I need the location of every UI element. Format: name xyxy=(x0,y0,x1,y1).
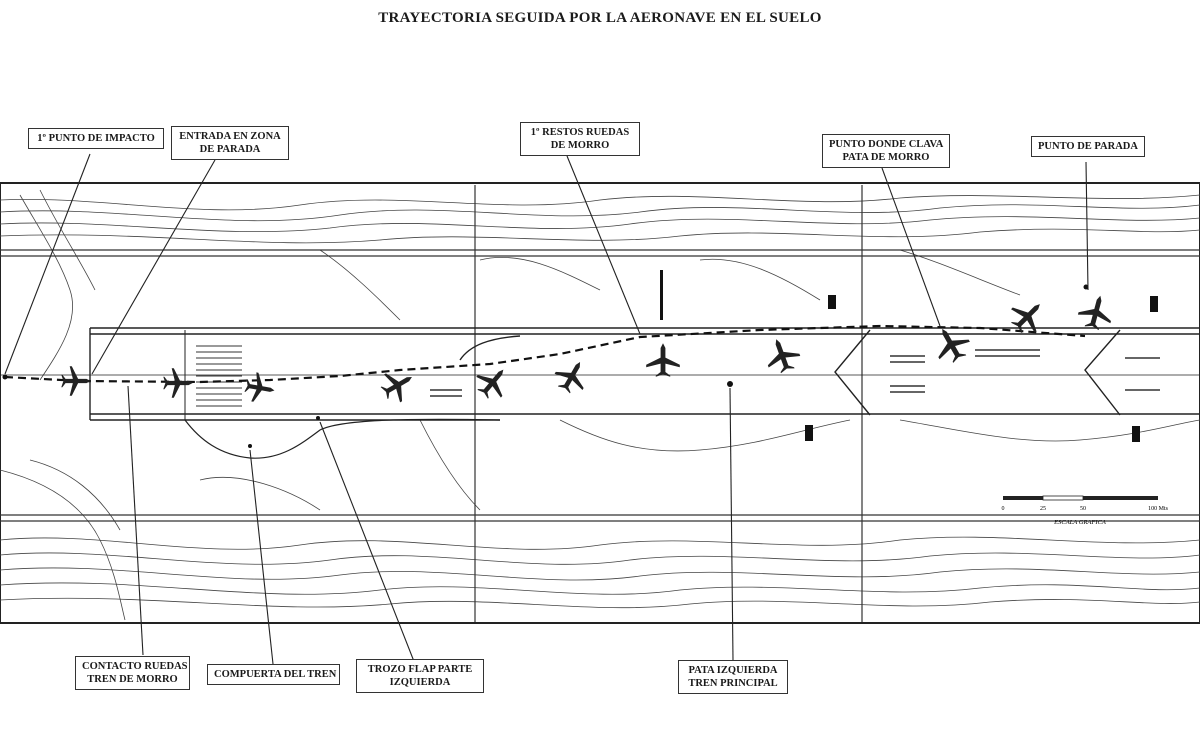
label-line: CONTACTO RUEDAS xyxy=(82,661,188,672)
sheet-joins xyxy=(474,185,863,622)
aircraft-silhouette-icon xyxy=(550,354,594,398)
label-nose-wheel-debris: 1º RESTOS RUEDAS DE MORRO xyxy=(520,122,640,156)
label-line: PUNTO DE PARADA xyxy=(1038,141,1138,152)
label-line: PATA IZQUIERDA xyxy=(688,665,778,676)
label-stop-zone-entry: ENTRADA EN ZONA DE PARADA xyxy=(171,126,289,160)
runway-markings xyxy=(430,349,1160,397)
label-line: COMPUERTA DEL TREN xyxy=(214,669,337,680)
graphic-scale: 0 25 50 100 Mts ESCALA GRAFICA xyxy=(1002,495,1169,526)
label-line: TREN DE MORRO xyxy=(87,674,178,685)
debris-marker-icon xyxy=(1150,296,1158,312)
label-line: DE PARADA xyxy=(199,144,261,155)
scale-caption: ESCALA GRAFICA xyxy=(1053,519,1106,526)
aircraft-silhouette-icon xyxy=(61,366,91,396)
label-line: 1º RESTOS RUEDAS xyxy=(530,127,630,138)
label-line: 1º PUNTO DE IMPACTO xyxy=(37,133,155,144)
debris-marker-icon xyxy=(727,381,733,387)
label-left-flap-piece: TROZO FLAP PARTE IZQUIERDA xyxy=(356,659,484,693)
threshold-hatch xyxy=(196,345,242,407)
label-stop-point: PUNTO DE PARADA xyxy=(1031,136,1145,157)
aircraft-silhouette-icon xyxy=(646,343,680,377)
diagram-title: TRAYECTORIA SEGUIDA POR LA AERONAVE EN E… xyxy=(378,10,822,26)
debris-marker-icon xyxy=(828,295,836,309)
terrain-contours xyxy=(0,189,1200,621)
label-gear-door: COMPUERTA DEL TREN xyxy=(207,664,340,685)
label-nose-gear-contact: CONTACTO RUEDAS TREN DE MORRO xyxy=(75,656,190,690)
scale-tick: 100 Mts xyxy=(1148,506,1169,512)
label-line: IZQUIERDA xyxy=(389,677,451,688)
label-nose-leg-dig-in: PUNTO DONDE CLAVA PATA DE MORRO xyxy=(822,134,950,168)
debris-marker-icon xyxy=(805,425,813,441)
scale-tick: 25 xyxy=(1040,506,1046,512)
aircraft-silhouette-icon xyxy=(760,333,804,377)
aircraft-silhouette-icon xyxy=(242,370,278,406)
scale-tick: 0 xyxy=(1002,506,1005,512)
map-frame xyxy=(0,182,1200,624)
debris-marker-icon xyxy=(1132,426,1140,442)
aircraft-silhouette-icon xyxy=(1075,291,1117,333)
perimeter-roads xyxy=(0,249,1200,522)
debris-marker-icon xyxy=(660,270,663,320)
aircraft-positions xyxy=(61,291,1117,407)
scale-tick: 50 xyxy=(1080,506,1086,512)
label-line: TREN PRINCIPAL xyxy=(688,678,778,689)
leader-lines xyxy=(4,153,1089,665)
debris-marker-icon xyxy=(2,374,8,380)
ground-trajectory xyxy=(4,324,1086,384)
label-line: PUNTO DONDE CLAVA xyxy=(829,139,944,150)
debris-marker-icon xyxy=(1083,284,1089,290)
aircraft-silhouette-icon xyxy=(470,359,516,405)
label-line: ENTRADA EN ZONA xyxy=(179,131,281,142)
label-line: PATA DE MORRO xyxy=(842,152,930,163)
debris-markers xyxy=(2,270,1158,448)
runway xyxy=(0,327,1200,459)
debris-marker-icon xyxy=(248,444,252,448)
label-line: TROZO FLAP PARTE xyxy=(367,664,473,675)
label-first-impact: 1º PUNTO DE IMPACTO xyxy=(28,128,164,149)
aircraft-silhouette-icon xyxy=(163,368,193,398)
label-left-main-gear-leg: PATA IZQUIERDA TREN PRINCIPAL xyxy=(678,660,788,694)
debris-marker-icon xyxy=(316,416,320,420)
label-line: DE MORRO xyxy=(550,140,610,151)
